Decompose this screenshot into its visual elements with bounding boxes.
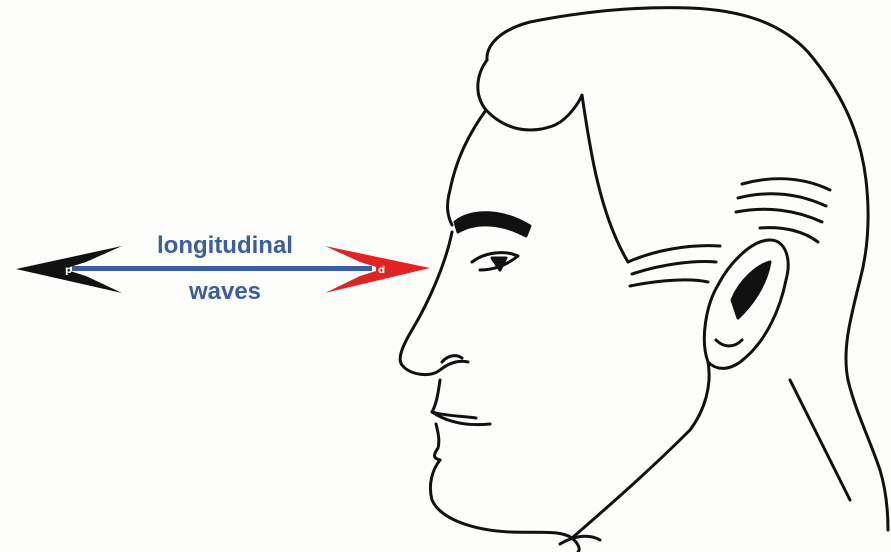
upper-lip (432, 380, 476, 418)
hair-strand-6 (736, 209, 822, 222)
arrow-left-marker: p (65, 265, 72, 276)
hair-strand-1 (628, 246, 720, 262)
wave-label-line1: longitudinal (130, 232, 320, 260)
human-head-profile-icon (400, 8, 888, 552)
eyebrow (455, 213, 530, 236)
nose (400, 232, 468, 375)
chin (430, 460, 579, 552)
hair-front (478, 60, 628, 262)
lower-lip (435, 424, 441, 460)
head-outline-top (487, 8, 868, 280)
collar (560, 536, 600, 544)
hair-strand-3 (630, 280, 708, 286)
hair-strand-2 (632, 262, 716, 275)
ear-inner (732, 262, 770, 318)
wave-label-line2: waves (130, 278, 320, 306)
neck-back (846, 280, 888, 530)
forehead (448, 110, 486, 225)
arrow-shaft (72, 266, 372, 271)
jaw (572, 362, 709, 538)
ear-lobe (716, 340, 742, 346)
arrow-right-marker: d (378, 265, 385, 276)
hair-strand-4 (742, 179, 830, 190)
neck-front (790, 380, 850, 500)
hair-strand-5 (738, 194, 826, 206)
